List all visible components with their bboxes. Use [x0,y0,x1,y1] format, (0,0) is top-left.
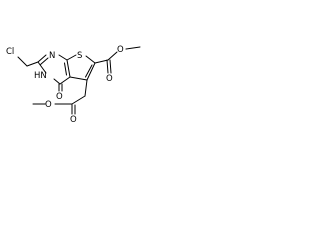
bond-c5-c4a [69,76,88,81]
bond-c2-n1-double-a [37,54,47,63]
bond-c7a-s [66,54,77,61]
atom-o-lactam: O [56,92,63,102]
atom-cl: Cl [6,47,14,57]
atom-o-carbonyl-2: O [70,115,77,125]
bond-c6-ccarb [94,59,109,64]
bond-ch2-ccarb2 [71,95,86,105]
atom-hn: HN [34,71,47,81]
bond-ccarb-oester [107,51,118,61]
bond-ch2-c2 [26,61,39,67]
bond-c4a-c7a-inner [64,62,67,76]
bond-ccarb-o-double-a [106,59,109,74]
atom-s: S [77,51,82,61]
atom-n-ring: N [49,51,55,61]
bond-n3-c4 [53,78,61,85]
bond-c2-n1-double-b [40,57,49,65]
bond-s-c6 [85,55,96,64]
bond-cl-ch2 [17,56,28,67]
bond-c4a-c7a [66,59,71,78]
atom-o-carbonyl-1: O [106,74,113,84]
bond-c6-c5-a [86,62,96,81]
bond-c6-c5-b [85,64,93,78]
atom-o-ester-2: O [45,100,52,110]
bond-c5-ch2 [84,79,88,97]
bond-n1-c7a [58,54,68,61]
bond-ccarb-o-double-b [109,59,112,74]
bond-oester-ch3 [125,46,141,50]
bond-c4-c4a [59,76,71,85]
molecule-structure: Cl N S O O HN O O O [6,45,141,125]
atom-o-ester-1: O [117,45,124,55]
bond-c2-n3 [37,61,47,74]
